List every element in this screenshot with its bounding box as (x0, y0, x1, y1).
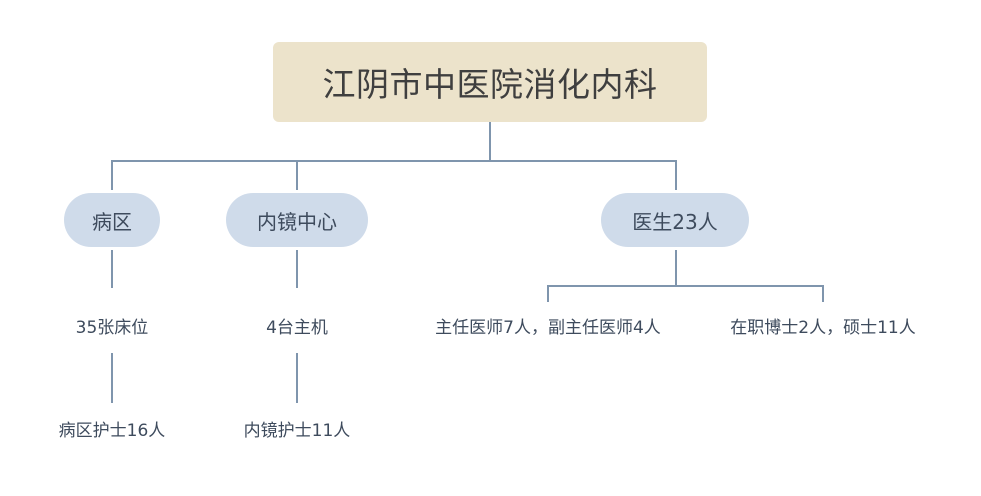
leaf-senior-doctors: 主任医师7人，副主任医师4人 (435, 318, 661, 338)
leaf-endoscopy-hosts: 4台主机 (266, 318, 328, 338)
leaf-degree-doctors: 在职博士2人，硕士11人 (730, 318, 916, 338)
leaf-ward-nurses: 病区护士16人 (58, 421, 166, 441)
root-node-label: 江阴市中医院消化内科 (322, 65, 658, 104)
node-doctors-label: 医生23人 (632, 209, 718, 234)
leaf-bed-count: 35张床位 (75, 318, 149, 338)
root-node: 江阴市中医院消化内科 (273, 42, 707, 122)
leaf-endoscopy-nurses: 内镜护士11人 (243, 421, 351, 441)
node-bingqu-label: 病区 (92, 209, 132, 234)
node-neijing-center-label: 内镜中心 (257, 209, 337, 234)
connector-doctors-bus (547, 285, 824, 302)
connector-top-bus (111, 160, 677, 190)
node-bingqu: 病区 (64, 193, 160, 247)
node-doctors: 医生23人 (601, 193, 749, 247)
node-neijing-center: 内镜中心 (226, 193, 368, 247)
